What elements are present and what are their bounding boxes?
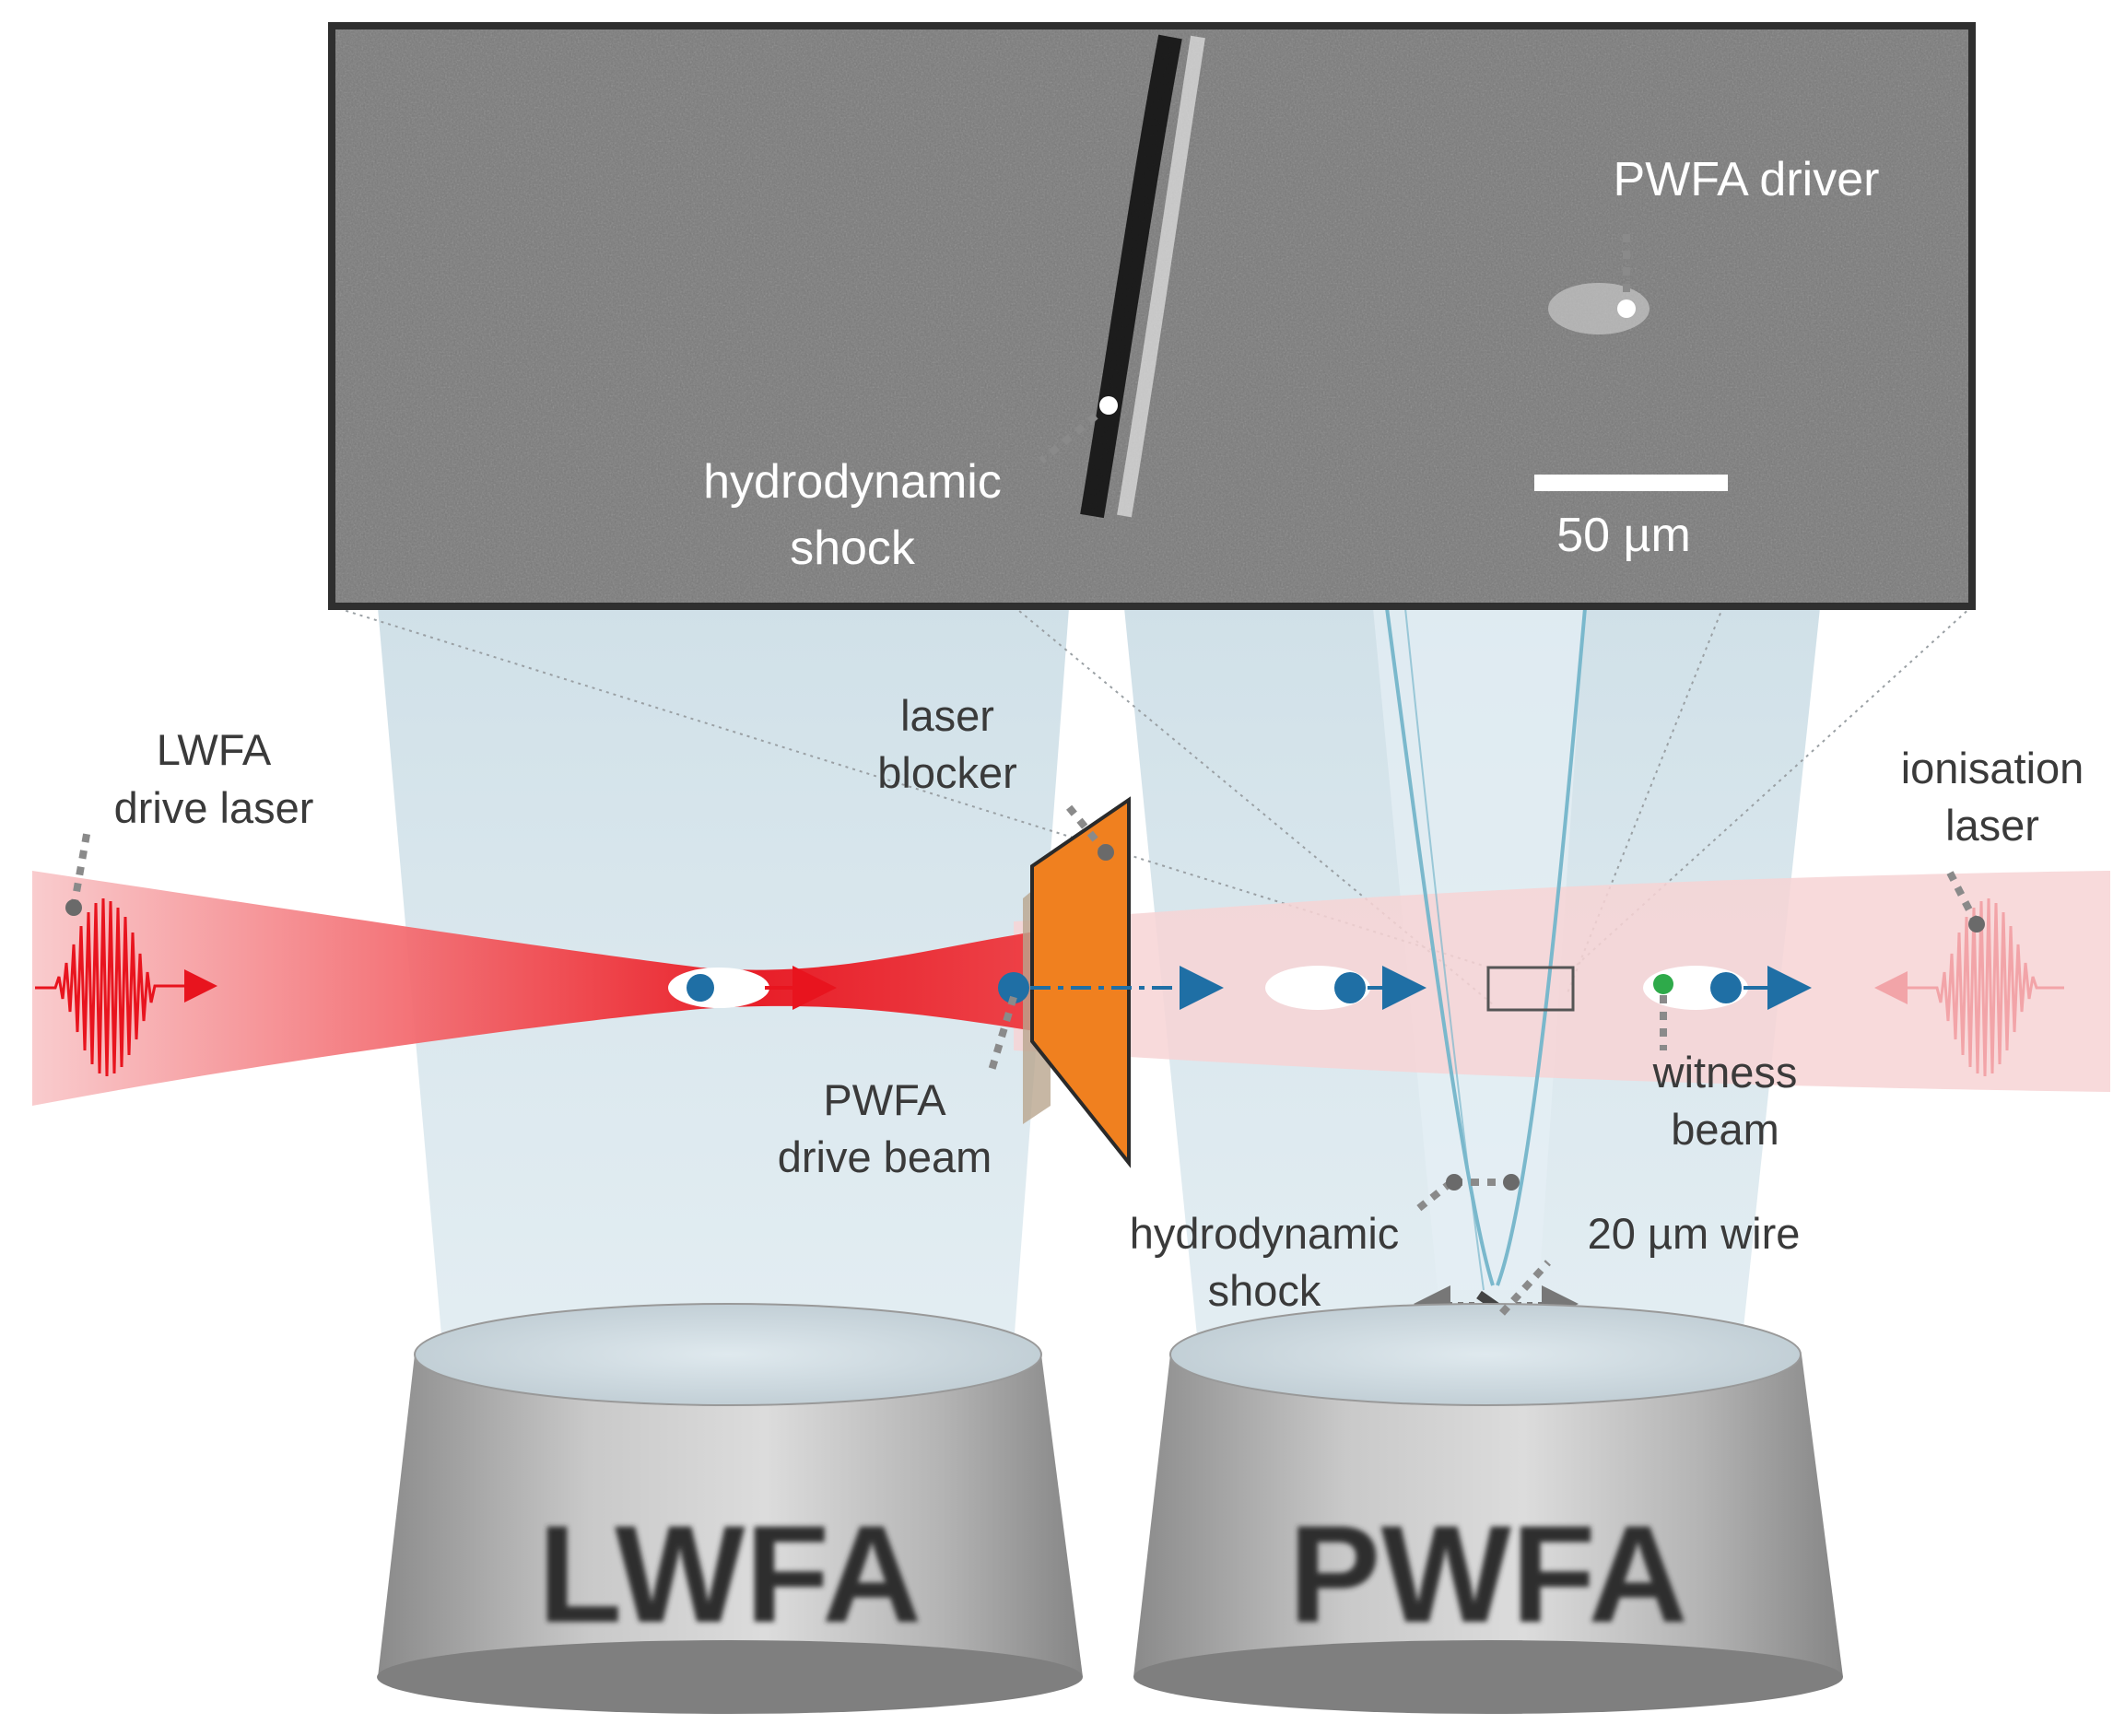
shadowgraph-inset (328, 22, 1976, 610)
shock-label-1: hydrodynamic (1130, 1209, 1400, 1258)
pwfa-drive-beam-bunch (998, 972, 1029, 1003)
lwfa-plasma-bubble (668, 968, 769, 1008)
ionisation-pulse-wave (1874, 897, 2064, 1077)
lwfa-pulse-wave (35, 897, 217, 1077)
shock-bright-streak (1117, 35, 1205, 518)
pwfa-beam-label-2: drive beam (778, 1132, 992, 1181)
inset-pwfa-driver-label: PWFA driver (1614, 153, 1880, 206)
lwfa-drive-laser-beam (32, 871, 1041, 1106)
inset-shock-label-1: hydrodynamic (703, 455, 1002, 509)
lwfa-stage-label: LWFA (538, 1496, 922, 1651)
shock-dark-streak (1080, 34, 1182, 519)
ionisation-label-2: laser (1945, 801, 2039, 850)
laser-blocker-label-2: blocker (877, 748, 1017, 797)
laser-blocker (1030, 796, 1131, 1168)
zoom-region-box (1486, 966, 1575, 1012)
witness-label-1: witness (1652, 1048, 1798, 1097)
pwfa-beam-label-1: PWFA (823, 1075, 946, 1124)
witness-driver-bunch (1710, 972, 1742, 1003)
scale-bar (1534, 475, 1728, 491)
shock-label-2: shock (1208, 1266, 1321, 1315)
ionisation-laser-beam (1014, 871, 2110, 1092)
pwfa-stage-label: PWFA (1288, 1496, 1687, 1651)
witness-label-2: beam (1671, 1105, 1779, 1154)
wire-label: 20 µm wire (1588, 1209, 1801, 1258)
ionisation-label-1: ionisation (1901, 744, 2084, 792)
pwfa-driver-blob (1548, 283, 1650, 334)
lwfa-stand (377, 1303, 1083, 1714)
laser-blocker-label-1: laser (900, 691, 994, 740)
lwfa-laser-label-2: drive laser (114, 783, 314, 832)
inset-scalebar-label: 50 µm (1556, 509, 1691, 562)
inset-shock-label-2: shock (790, 522, 916, 575)
witness-beam-bunch (1653, 974, 1673, 994)
wire (1385, 607, 1587, 1291)
lwfa-electron-bunch (687, 974, 714, 1002)
pointer-dots (65, 299, 1985, 1191)
pwfa-bunch-1 (1334, 972, 1366, 1003)
pointer-lines (70, 226, 1980, 1316)
lwfa-laser-label-1: LWFA (157, 725, 272, 774)
pwfa-stand (1133, 1303, 1843, 1714)
